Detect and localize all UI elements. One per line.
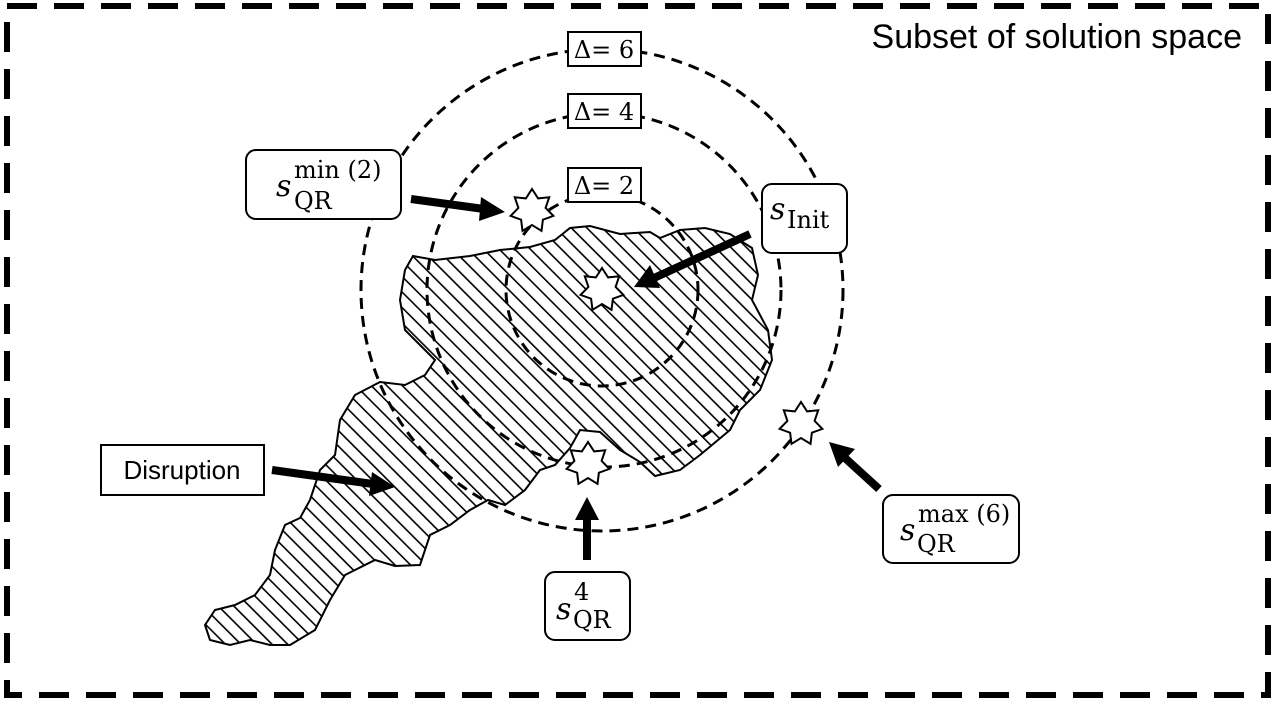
s-qr-min-base: s [276, 169, 291, 204]
ring-label-delta-4: Δ= 4 [567, 93, 642, 129]
s-qr-max-sup: max (6) [918, 500, 1010, 528]
svg-text:s Init: s Init [770, 192, 830, 234]
disruption-label: Disruption [123, 455, 240, 485]
svg-text:s min (2) QR: s min (2) QR [276, 156, 387, 215]
s-qr4-base: s [556, 592, 571, 627]
solution-init-star-icon [578, 266, 626, 312]
s-qr4-sup: 4 [574, 578, 589, 606]
s-qr-max-sub: QR [917, 530, 956, 558]
s-qr-min-label-box: s min (2) QR [245, 149, 402, 220]
solution-qr4-star-icon [564, 440, 612, 486]
s-qr-max-base: s [900, 513, 915, 548]
ring-label-delta-2: Δ= 2 [567, 167, 642, 203]
s-qr-min-sup: min (2) [294, 156, 382, 184]
solution-min-star-icon [508, 187, 556, 233]
s-qr-min-sub: QR [294, 187, 333, 215]
diagram-title: Subset of solution space [872, 18, 1242, 56]
s-init-base: s [770, 192, 785, 227]
arrow-qr4-to-star [575, 497, 599, 560]
s-qr4-sub: QR [573, 606, 612, 634]
svg-text:s 4 QR: s 4 QR [556, 578, 612, 634]
solution-max-star-icon [777, 400, 825, 446]
svg-text:s max (6) QR: s max (6) QR [900, 500, 1015, 558]
arrow-min-to-star [410, 195, 505, 221]
ring-label-delta-4-text: Δ= 4 [574, 98, 634, 126]
ring-label-delta-2-text: Δ= 2 [574, 172, 634, 200]
s-init-label-box: s Init [761, 183, 848, 254]
ring-label-delta-6: Δ= 6 [567, 31, 642, 67]
s-init-sub: Init [787, 206, 830, 234]
s-qr4-label-box: s 4 QR [544, 571, 631, 641]
s-qr-max-label-box: s max (6) QR [882, 494, 1020, 564]
solution-space-frame [4, 3, 1271, 698]
disruption-label-box: Disruption [100, 444, 265, 496]
arrow-disruption-to-region [271, 466, 395, 496]
ring-label-delta-6-text: Δ= 6 [574, 36, 634, 64]
disruption-region [203, 224, 774, 647]
arrow-max-to-star [829, 442, 882, 492]
arrow-init-to-star [634, 230, 752, 288]
